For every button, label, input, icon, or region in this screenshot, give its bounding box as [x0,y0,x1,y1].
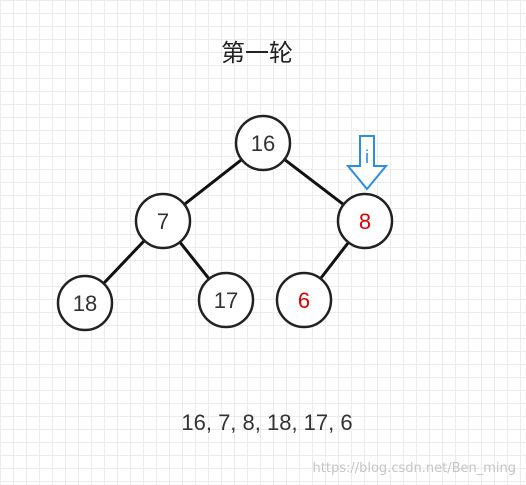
tree-node: 7 [134,192,192,250]
tree-edges [102,157,350,285]
tree-node-circle [234,114,292,172]
tree-node-circle [275,271,333,329]
tree-edge-n1-n3 [102,239,146,285]
tree-node-circle [56,274,114,332]
index-pointer-arrow: i [345,135,389,191]
watermark: https://blog.csdn.net/Ben_ming [313,461,516,476]
pointer-label: i [365,147,369,167]
tree-node-circle [336,192,394,250]
tree-node: 8 [336,192,394,250]
tree-node: 17 [197,271,255,329]
tree-nodes: 16 7 8 18 17 6 [56,114,394,332]
diagram-title: 第一轮 [221,39,293,67]
tree-node-circle [134,192,192,250]
tree-edge-n2-n5 [319,240,350,281]
tree-node-label: 16 [251,131,275,156]
tree-node-circle [197,271,255,329]
tree-node-label: 7 [157,209,169,234]
tree-node-label: 8 [359,209,371,234]
tree-edge-n0-n1 [182,158,244,206]
tree-node-label: 17 [214,288,238,313]
tree-node: 6 [275,271,333,329]
array-sequence: 16, 7, 8, 18, 17, 6 [181,410,352,435]
tree-node: 16 [234,114,292,172]
tree-node-label: 18 [73,291,97,316]
down-arrow-icon [345,135,389,191]
tree-edge-n1-n4 [178,240,211,281]
tree-node: 18 [56,274,114,332]
tree-edge-n0-n2 [282,157,346,207]
tree-node-label: 6 [298,288,310,313]
